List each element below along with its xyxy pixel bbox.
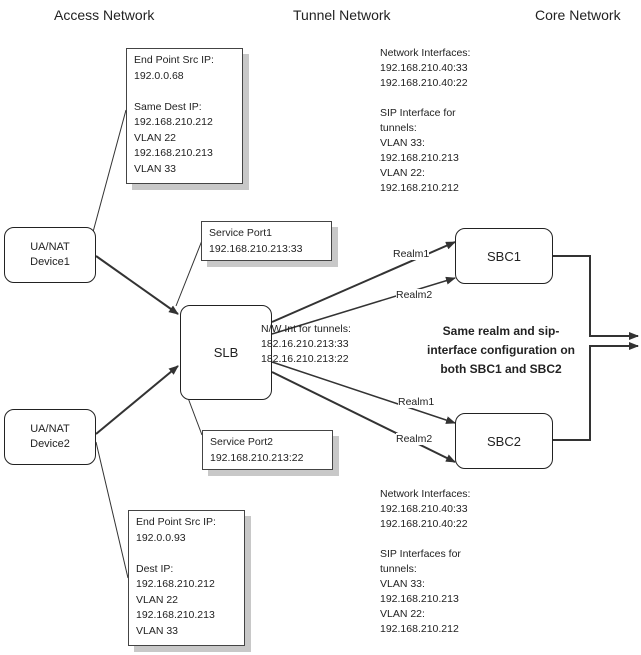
note-endpoint-1: End Point Src IP: 192.0.0.68 Same Dest I… [126, 48, 243, 184]
note-service-port1: Service Port1 192.168.210.213:33 [201, 221, 332, 261]
leader-bottom-left [95, 441, 129, 579]
note-service-port2: Service Port2 192.168.210.213:22 [202, 430, 333, 470]
sbc2-node: SBC2 [455, 413, 553, 469]
header-tunnel-network: Tunnel Network [293, 7, 391, 23]
leader-top-left [92, 109, 127, 233]
label-realm1-top: Realm1 [393, 248, 430, 260]
device2-node: UA/NAT Device2 [4, 409, 96, 465]
leader-service-port1 [175, 237, 204, 307]
header-core-network: Core Network [535, 7, 621, 23]
note-same-realm: Same realm and sip- interface configurat… [426, 324, 575, 376]
arrow-slb-sbc2-realm1 [271, 361, 456, 424]
arrow-slb-sbc2-realm2 [271, 371, 456, 463]
arrow-sbc2-core [553, 342, 639, 441]
label-realm2-top: Realm2 [396, 289, 433, 301]
slb-node: SLB [180, 305, 272, 400]
note-nw-int-tunnels: N/W Int for tunnels: 182.16.210.213:33 1… [261, 323, 351, 365]
arrow-sbc1-core [553, 255, 639, 340]
label-realm1-bottom: Realm1 [398, 396, 435, 408]
device1-node: UA/NAT Device1 [4, 227, 96, 283]
note-endpoint-2: End Point Src IP: 192.0.0.93 Dest IP: 19… [128, 510, 245, 646]
sbc1-node: SBC1 [455, 228, 553, 284]
arrow-slb-sbc1-realm2 [271, 276, 456, 335]
label-realm2-bottom: Realm2 [396, 433, 433, 445]
arrow-device1-slb [95, 255, 179, 315]
note-sbc2-interfaces: Network Interfaces: 192.168.210.40:33 19… [380, 488, 471, 635]
header-access-network: Access Network [54, 7, 155, 23]
arrow-device2-slb [95, 365, 179, 435]
note-sbc1-interfaces: Network Interfaces: 192.168.210.40:33 19… [380, 47, 471, 194]
